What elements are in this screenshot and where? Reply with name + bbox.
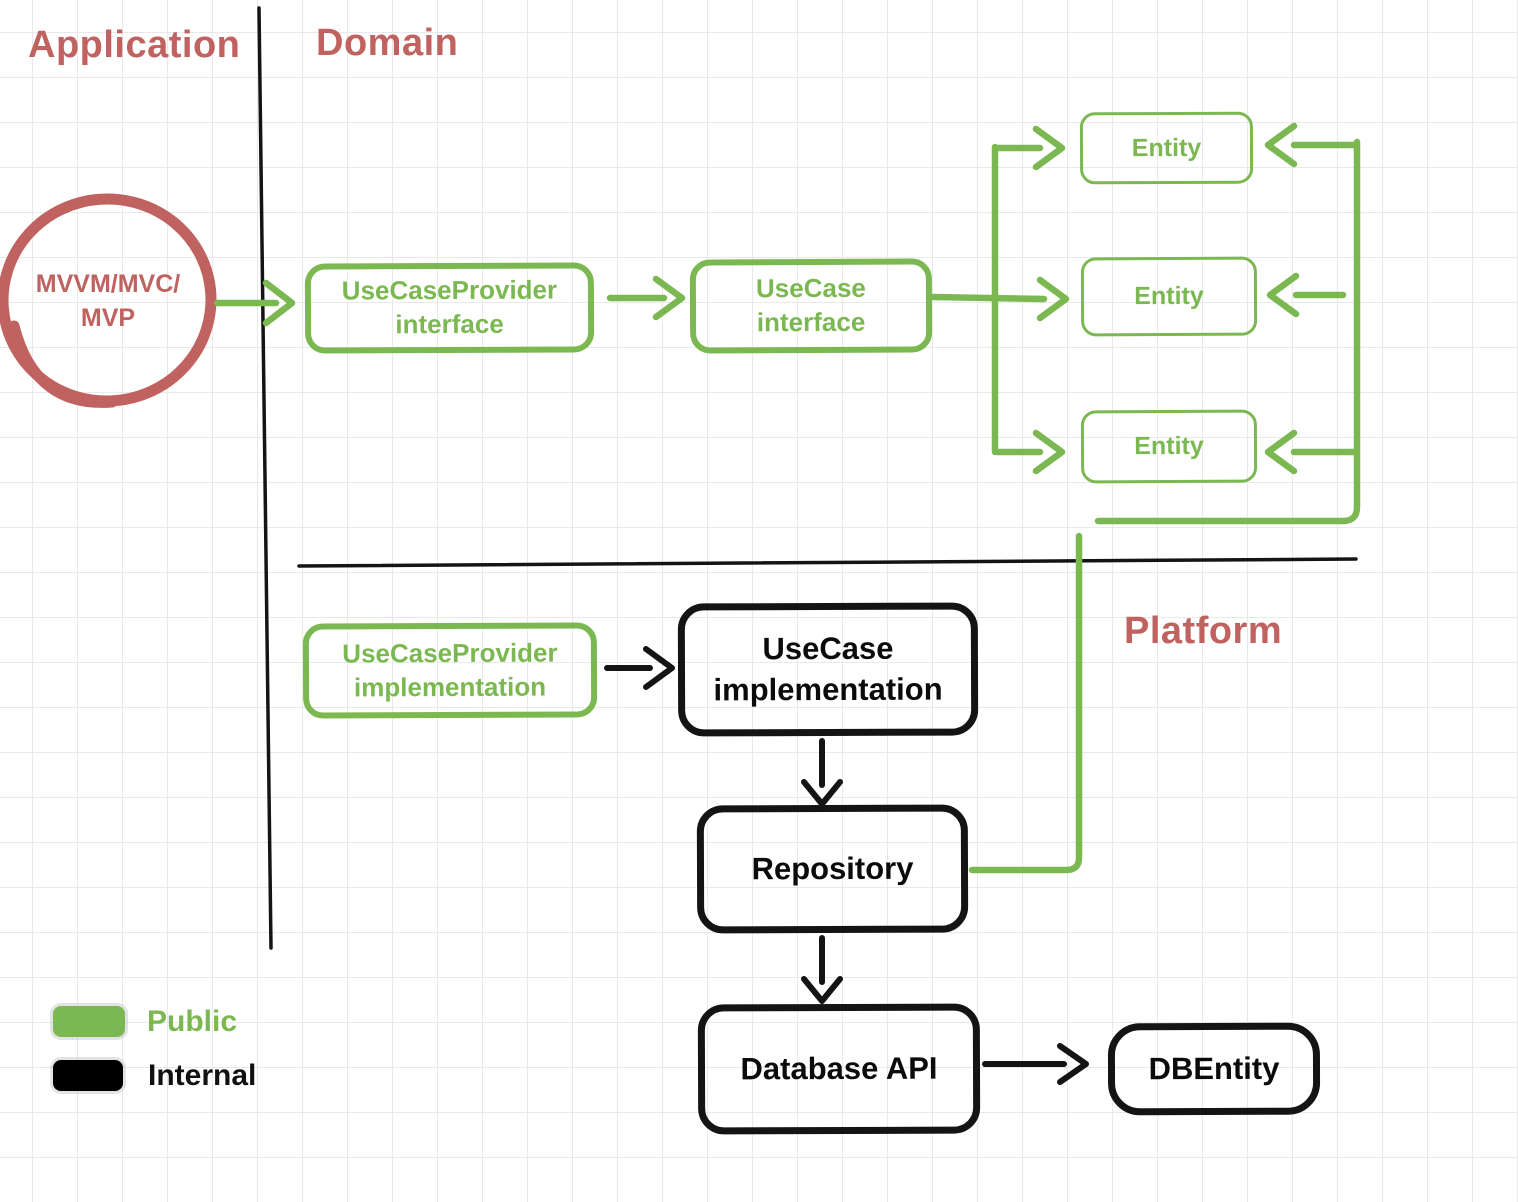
legend-public-label: Public xyxy=(147,1005,238,1038)
arrowhead xyxy=(1036,276,1070,322)
arrowhead xyxy=(1264,429,1298,475)
node-usecase-interface: UseCase interface xyxy=(689,258,933,354)
arrowhead xyxy=(1057,1043,1089,1085)
domain-platform-divider xyxy=(297,557,1358,568)
node-entity-bottom: Entity xyxy=(1080,409,1258,484)
arrowhead xyxy=(801,976,843,1004)
section-title-platform: Platform xyxy=(1124,610,1283,652)
node-db-entity: DBEntity xyxy=(1107,1022,1321,1116)
arrowhead xyxy=(1032,125,1066,171)
presenter-node: MVVM/MVC/ MVP xyxy=(35,270,181,332)
arrowhead xyxy=(1032,429,1066,475)
section-title-domain: Domain xyxy=(316,22,459,64)
line-entities-to-repository xyxy=(968,532,1083,874)
arrowhead xyxy=(801,779,843,807)
node-usecase-provider-implementation: UseCaseProvider implementation xyxy=(302,622,598,719)
application-domain-divider xyxy=(257,6,273,950)
node-repository: Repository xyxy=(696,804,969,934)
node-usecase-implementation: UseCase implementation xyxy=(677,602,979,737)
arrowhead xyxy=(643,646,675,690)
section-title-application: Application xyxy=(28,24,241,66)
legend-internal-swatch xyxy=(53,1060,123,1091)
legend-public-swatch xyxy=(53,1006,125,1037)
node-entity-middle: Entity xyxy=(1080,256,1258,337)
arrowhead xyxy=(652,275,686,321)
arrowhead xyxy=(1264,122,1298,168)
node-database-api: Database API xyxy=(697,1003,981,1135)
legend-internal-label: Internal xyxy=(148,1059,257,1092)
green-connectors xyxy=(213,122,1361,874)
node-usecase-provider-interface: UseCaseProvider interface xyxy=(304,262,595,354)
line-usecase-to-entities xyxy=(928,293,1048,303)
arrowhead xyxy=(262,279,296,327)
node-entity-top: Entity xyxy=(1079,111,1254,185)
arrowhead xyxy=(1266,272,1300,318)
